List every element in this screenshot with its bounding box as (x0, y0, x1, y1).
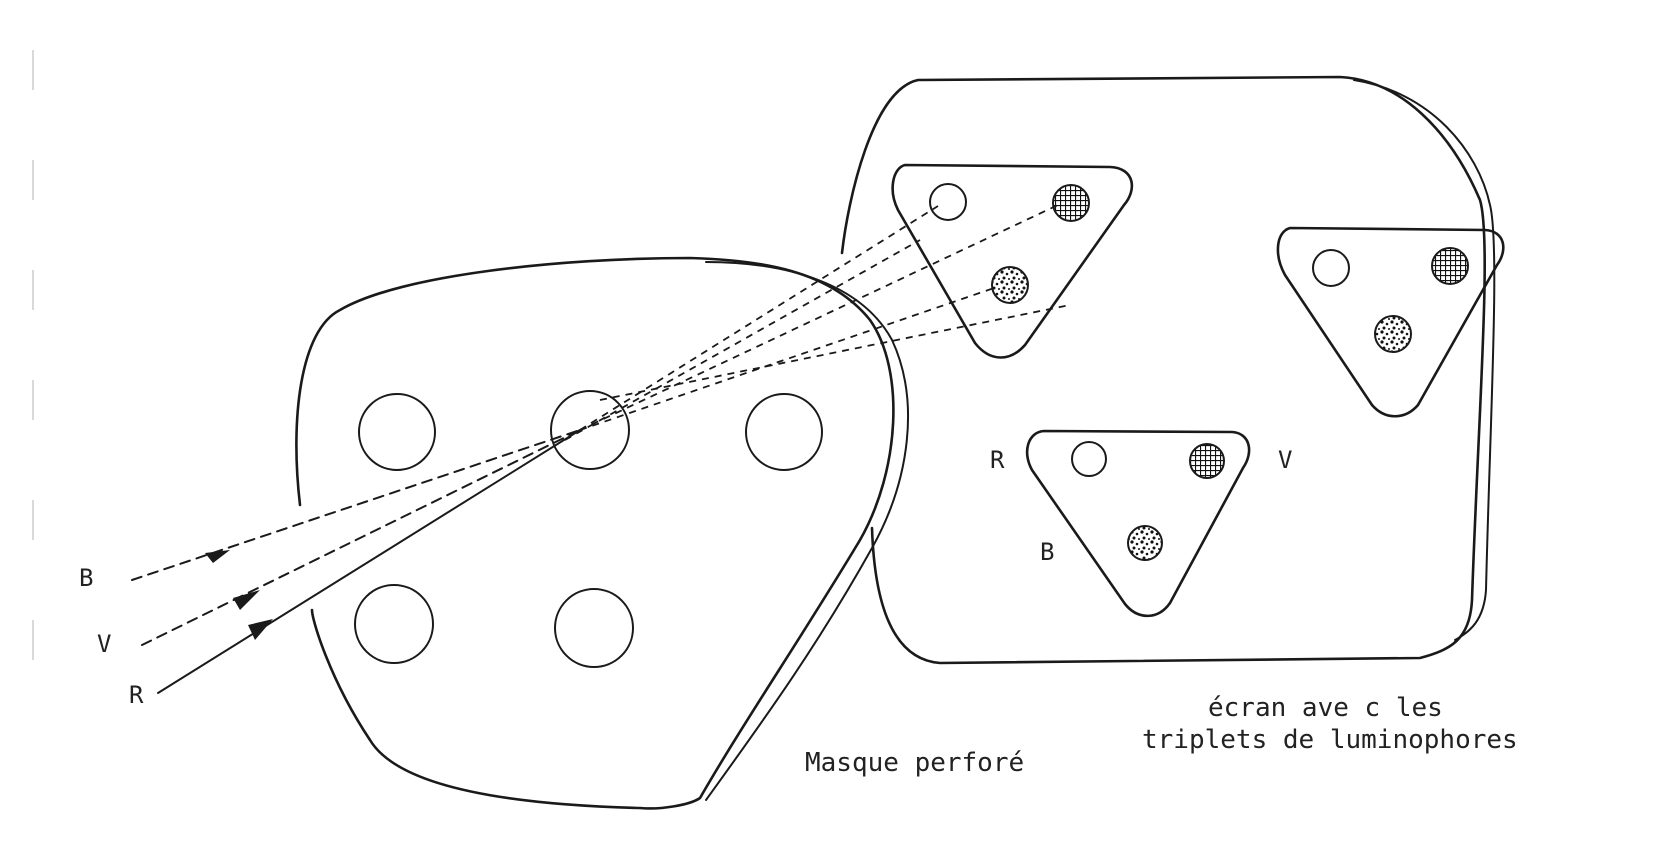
mask-hole (354, 584, 434, 664)
phosphor-dot-red (1071, 441, 1107, 477)
electron-beams (131, 204, 1071, 694)
mask-hole-center (550, 390, 630, 470)
phosphor-dot-red (1312, 249, 1350, 287)
phosphor-dot-blue (1374, 315, 1412, 353)
mask-hole (745, 393, 823, 471)
phosphor-triplet-top (891, 163, 1134, 359)
caption-mask: Masque perforé (805, 748, 1024, 778)
beam-label-b: B (79, 564, 93, 592)
triplet-label-r: R (990, 446, 1005, 474)
beam-to-green-dot (579, 204, 1059, 431)
beam-spread (564, 239, 921, 441)
phosphor-dot-green (1052, 184, 1090, 222)
mask-hole (358, 393, 436, 471)
beam-spread (599, 304, 1071, 401)
beam-to-blue-dot (579, 286, 998, 431)
beam-v-incoming (141, 429, 581, 646)
phosphor-triplet-labelled (1025, 429, 1251, 618)
arrow-r (248, 619, 273, 640)
phosphor-dot-red (929, 183, 967, 221)
beam-label-r: R (129, 681, 144, 709)
phosphor-dot-blue (1127, 525, 1163, 561)
phosphor-screen (840, 75, 1496, 665)
arrow-v (233, 590, 260, 610)
phosphor-dot-blue (991, 266, 1029, 304)
triplet-label-v: V (1278, 446, 1292, 474)
arrow-b (205, 550, 230, 563)
beam-label-v: V (97, 630, 111, 658)
phosphor-triplet-right (1276, 226, 1505, 418)
triplet-label-b: B (1040, 538, 1054, 566)
phosphor-dot-green (1189, 443, 1225, 479)
caption-screen-line2: triplets de luminophores (1142, 725, 1518, 755)
beam-r-incoming (157, 429, 581, 694)
mask-hole (554, 588, 634, 668)
caption-screen-line1: écran ave c les (1208, 693, 1443, 723)
shadow-mask (295, 256, 909, 810)
phosphor-dot-green (1431, 247, 1469, 285)
